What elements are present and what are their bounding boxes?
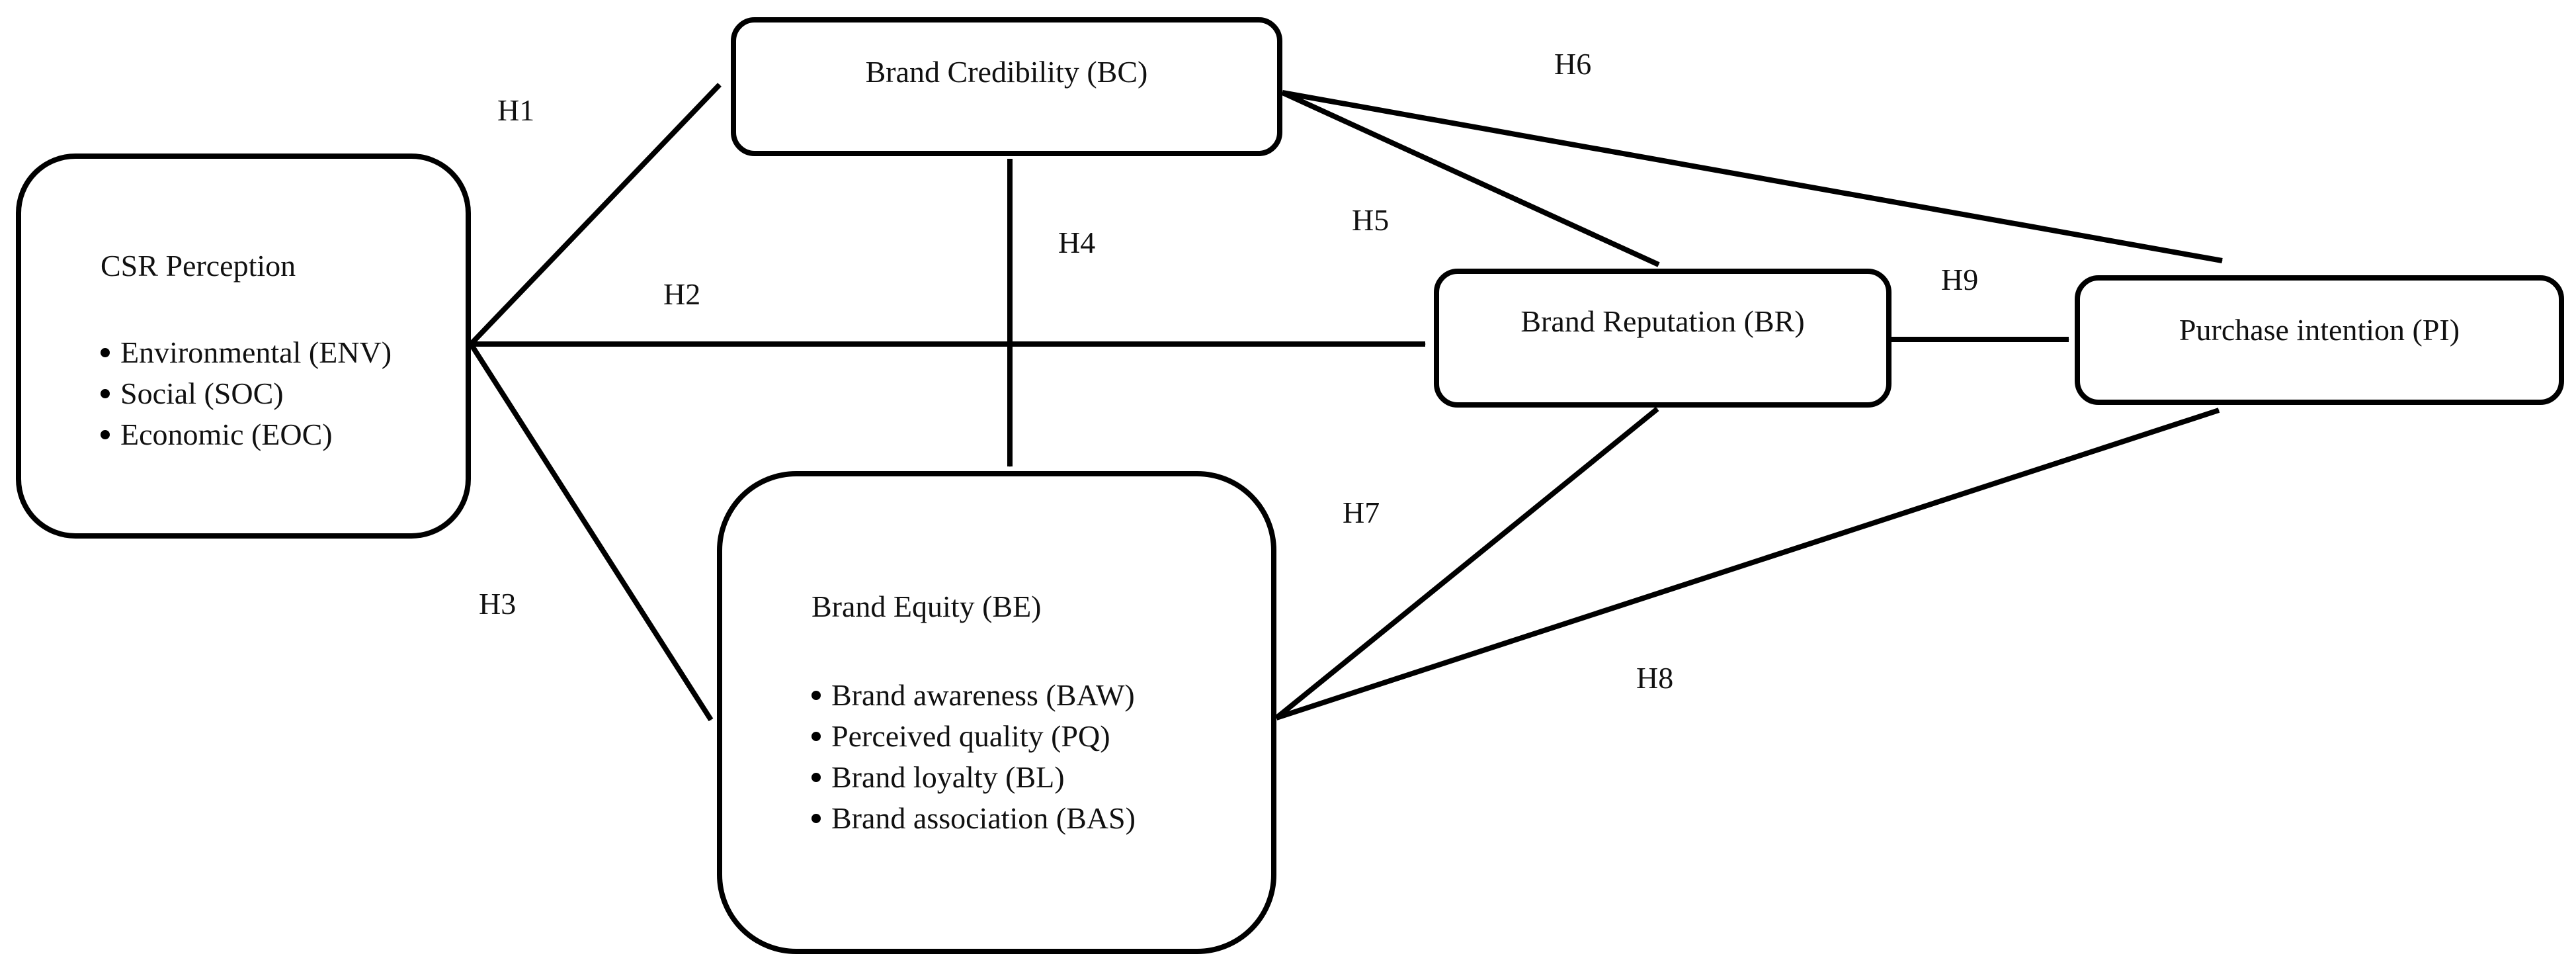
bullet-icon (811, 814, 821, 824)
bullet-icon (101, 430, 110, 440)
list-item: Brand awareness (BAW) (811, 675, 1136, 716)
list-item: Environmental (ENV) (101, 332, 392, 373)
edge-h5-arrow (1281, 90, 1660, 267)
bullet-icon (811, 691, 821, 701)
bullet-icon (811, 732, 821, 742)
bullet-icon (811, 773, 821, 783)
list-item: Perceived quality (PQ) (811, 716, 1136, 757)
bullet-icon (101, 389, 110, 399)
node-pi-title: Purchase intention (PI) (2179, 313, 2460, 347)
list-item-label: Environmental (ENV) (120, 335, 392, 369)
edge-label-h3: H3 (479, 587, 517, 621)
node-csr-title: CSR Perception (101, 249, 296, 283)
edge-label-h2: H2 (663, 277, 701, 311)
edge-h3-arrow (468, 342, 714, 722)
node-br-title: Brand Reputation (BR) (1520, 304, 1805, 338)
node-brand-credibility: Brand Credibility (BC) (731, 17, 1282, 156)
list-item: Brand association (BAS) (811, 798, 1136, 839)
node-be-list: Brand awareness (BAW) Perceived quality … (811, 675, 1136, 839)
edge-label-h5: H5 (1352, 203, 1390, 237)
node-csr-perception: CSR Perception Environmental (ENV) Socia… (16, 153, 471, 539)
list-item: Social (SOC) (101, 373, 392, 414)
edge-label-h9: H9 (1941, 263, 1979, 296)
node-brand-reputation: Brand Reputation (BR) (1434, 269, 1891, 408)
node-be-title: Brand Equity (BE) (811, 590, 1042, 623)
edge-h1-arrow (469, 83, 722, 346)
node-purchase-intention: Purchase intention (PI) (2075, 275, 2564, 405)
list-item-label: Brand association (BAS) (831, 801, 1136, 835)
edge-h6-arrow (1282, 90, 2223, 263)
list-item-label: Brand awareness (BAW) (831, 678, 1135, 712)
list-item-label: Social (SOC) (120, 376, 284, 410)
edge-label-h8: H8 (1636, 661, 1674, 695)
edge-label-h1: H1 (497, 93, 535, 127)
node-bc-title: Brand Credibility (BC) (865, 55, 1148, 89)
edge-label-h7: H7 (1343, 496, 1380, 529)
node-brand-equity: Brand Equity (BE) Brand awareness (BAW) … (717, 471, 1276, 954)
node-csr-list: Environmental (ENV) Social (SOC) Economi… (101, 332, 392, 455)
list-item-label: Economic (EOC) (120, 417, 333, 451)
edge-h7-arrow (1274, 406, 1659, 721)
edge-label-h4: H4 (1058, 226, 1096, 259)
bullet-icon (101, 348, 110, 358)
list-item-label: Brand loyalty (BL) (831, 760, 1065, 794)
edge-label-h6: H6 (1554, 47, 1592, 81)
list-item: Brand loyalty (BL) (811, 757, 1136, 798)
list-item: Economic (EOC) (101, 414, 392, 455)
edge-h8-arrow (1275, 408, 2220, 721)
list-item-label: Perceived quality (PQ) (831, 719, 1110, 753)
